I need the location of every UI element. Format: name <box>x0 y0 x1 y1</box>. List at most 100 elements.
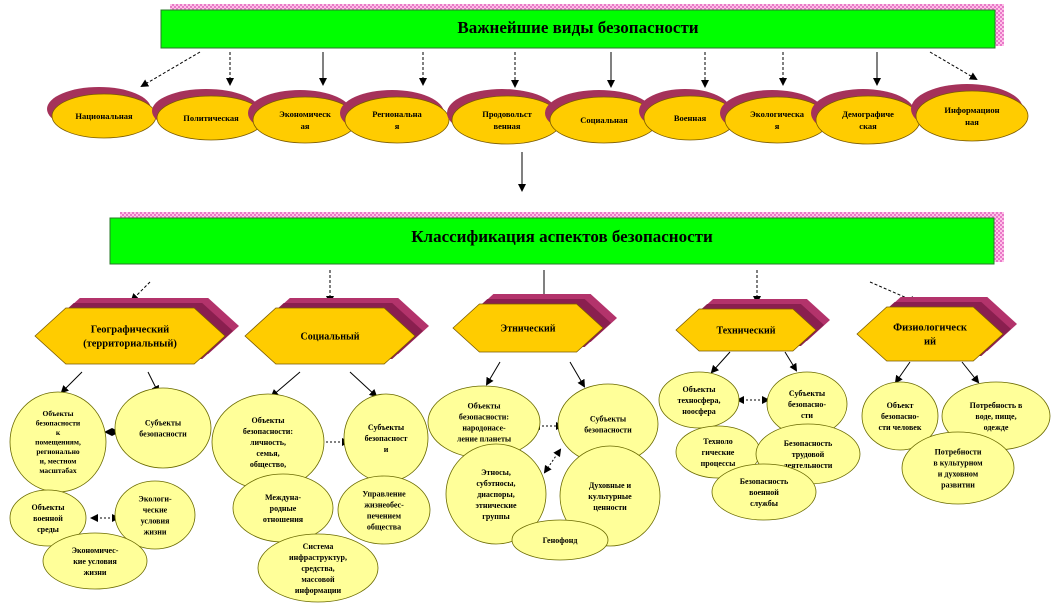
arrow <box>130 281 151 302</box>
second-banner-box <box>109 217 995 265</box>
security-type-node: Военная <box>639 89 737 141</box>
aspect-hexagon <box>856 306 1004 362</box>
aspect-label: Этнический <box>500 324 555 335</box>
detail-ellipse <box>658 371 740 429</box>
aspect-node: Географический(территориальный) <box>34 298 239 365</box>
detail-ellipse <box>861 381 939 451</box>
arrow <box>569 361 586 388</box>
arrow <box>710 351 731 374</box>
top-banner: Важнейшие виды безопасности <box>160 4 1004 49</box>
security-type-label: Социальная <box>580 115 628 125</box>
detail-ellipse <box>445 443 547 545</box>
top-banner-title: Важнейшие виды безопасности <box>457 18 698 37</box>
detail-ellipse <box>257 533 379 603</box>
aspect-hexagon <box>34 307 226 365</box>
arrow <box>961 361 980 384</box>
aspect-hexagons: Географический(территориальный) Социальны… <box>34 294 1017 365</box>
detail-ellipse <box>901 431 1015 505</box>
aspect-label: Технический <box>717 326 776 337</box>
security-type-ellipse <box>815 95 921 145</box>
security-type-label: Национальная <box>75 111 133 121</box>
detail-ellipse <box>114 387 212 469</box>
aspect-node: Технический <box>675 299 830 352</box>
aspect-label: Географический(территориальный) <box>83 325 177 350</box>
security-type-node: Национальная <box>47 87 157 139</box>
security-type-node: Политическая <box>152 89 266 141</box>
detail-ellipse <box>42 532 148 590</box>
aspect-hexagon <box>244 307 416 365</box>
arrow <box>543 448 562 474</box>
aspect-label: Социальный <box>300 332 359 343</box>
detail-ellipse <box>511 519 609 561</box>
detail-ellipse <box>711 463 817 521</box>
detail-ellipse <box>114 480 196 550</box>
arrow <box>485 361 501 386</box>
top-banner-box <box>160 9 996 49</box>
aspect-node: Социальный <box>244 298 429 365</box>
arrow <box>784 351 798 372</box>
detail-ellipse <box>337 475 431 545</box>
arrow <box>349 371 378 398</box>
top-arrows <box>140 51 978 88</box>
security-type-ellipse <box>915 90 1029 142</box>
second-banner-title: Классификация аспектов безопасности <box>411 227 713 246</box>
arrow <box>60 371 83 394</box>
aspect-hexagon <box>675 308 817 352</box>
aspect-hexagon <box>452 303 604 353</box>
arrow <box>140 51 201 88</box>
branch-arrows <box>60 351 980 522</box>
detail-ellipse <box>9 489 87 547</box>
